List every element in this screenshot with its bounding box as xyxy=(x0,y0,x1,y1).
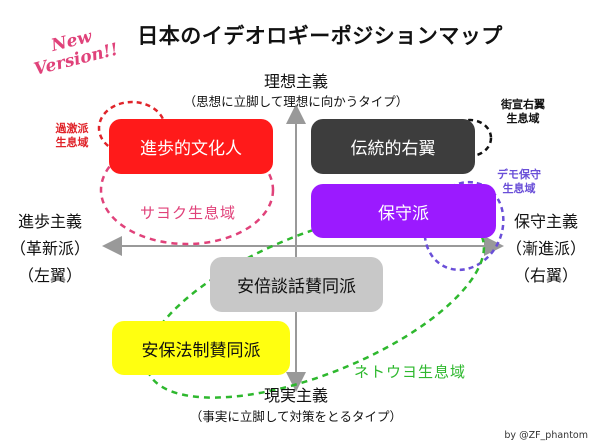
demo-region-label: デモ保守 生息域 xyxy=(484,168,554,196)
group-label-dento: 伝統的右翼 xyxy=(350,139,436,159)
gaisen-region-label: 街宣右翼 生息域 xyxy=(488,98,558,126)
gaisen-line1: 街宣右翼 xyxy=(501,98,545,111)
author-credit: by @ZF_phantom xyxy=(504,430,588,441)
group-label-hoshu: 保守派 xyxy=(378,203,429,224)
axis-top-sub: （思想に立脚して理想に向かうタイプ） xyxy=(183,94,409,109)
kagekiha-line2: 生息域 xyxy=(55,136,89,149)
axis-right-line3: （右翼） xyxy=(513,266,578,285)
demo-line1: デモ保守 xyxy=(497,168,541,181)
group-label-abe-hoan: 安保法制賛同派 xyxy=(141,340,261,361)
axis-left-line3: （左翼） xyxy=(17,266,82,285)
group-box-hoshu: 保守派 xyxy=(311,184,496,238)
axis-right-line1: 保守主義 xyxy=(513,212,578,231)
kagekiha-line1: 過激派 xyxy=(55,122,89,135)
group-label-shinpo: 進歩的文化人 xyxy=(140,139,242,159)
axis-bottom-sub: （事実に立脚して対策をとるタイプ） xyxy=(189,409,403,424)
axis-bottom-label: 現実主義 xyxy=(263,386,328,405)
netouyo-region-label: ネトウヨ生息域 xyxy=(354,363,467,381)
gaisen-line2: 生息域 xyxy=(506,112,540,125)
group-box-dento: 伝統的右翼 xyxy=(311,119,475,174)
axis-top-label: 理想主義 xyxy=(263,72,328,91)
axis-right-label: 保守主義 （漸進派） （右翼） xyxy=(496,208,596,289)
kagekiha-region-label: 過激派 生息域 xyxy=(44,122,100,150)
group-label-abe-danwa: 安倍談話賛同派 xyxy=(237,277,356,297)
axis-left-line1: 進歩主義 xyxy=(17,212,82,231)
axis-left-label: 進歩主義 （革新派） （左翼） xyxy=(0,208,100,289)
page-title: 日本のイデオロギーポジションマップ xyxy=(137,24,503,48)
axis-right-line2: （漸進派） xyxy=(505,239,586,258)
group-box-abe-hoan: 安保法制賛同派 xyxy=(112,321,290,375)
group-box-abe-danwa: 安倍談話賛同派 xyxy=(210,257,383,312)
group-box-shinpo: 進歩的文化人 xyxy=(109,119,273,174)
axis-left-line2: （革新派） xyxy=(9,239,90,258)
sayoku-region-label: サヨク生息域 xyxy=(140,204,237,222)
demo-line2: 生息域 xyxy=(502,182,536,195)
